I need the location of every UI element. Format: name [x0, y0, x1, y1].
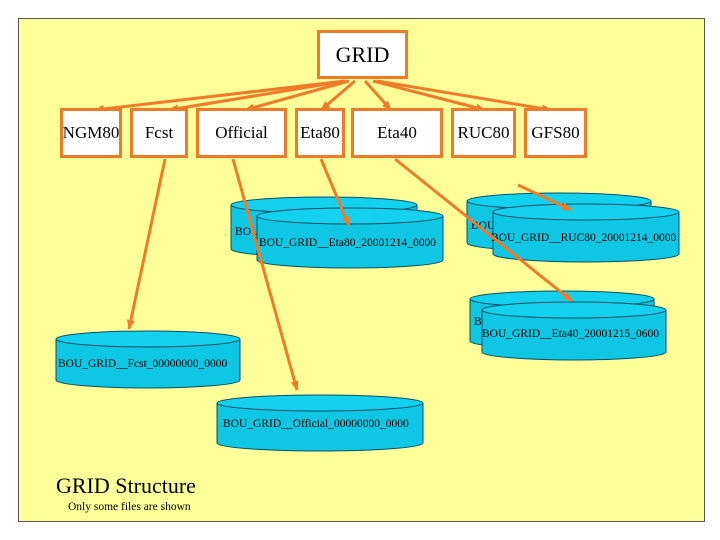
arrow-ruc80-file — [517, 183, 572, 212]
cylinder-label: BOU_GRID__Fcst_00000000_0000 — [58, 358, 228, 370]
cylinder-official: BOU_GRID__Official_00000000_0000 — [216, 394, 424, 452]
cylinder-fcst: BOU_GRID__Fcst_00000000_0000 — [55, 330, 241, 389]
node-eta40: Eta40 — [351, 108, 443, 158]
arrow-official-file — [231, 158, 299, 391]
node-eta80: Eta80 — [295, 108, 345, 158]
arrow-grid-ngm80 — [94, 79, 346, 113]
slide-background: BOU_ BOU_GRID__Eta80_20001214_0000 BOU_ … — [18, 18, 705, 522]
arrow-eta40-file — [394, 157, 573, 303]
arrow-fcst-file — [126, 158, 167, 330]
node-ngm80: NGM80 — [60, 108, 122, 158]
arrow-grid-eta40 — [363, 79, 393, 112]
cylinder-eta40-front: BOU_GRID__Eta40_20001215_0600 — [481, 301, 667, 361]
node-ruc80: RUC80 — [451, 108, 516, 158]
cylinder-label: BOU_GRID__Official_00000000_0000 — [223, 418, 409, 430]
cylinder-label: BOU_GRID__Eta40_20001215_0600 — [482, 328, 659, 340]
node-grid: GRID — [317, 30, 408, 79]
footer-title: GRID Structure — [56, 473, 196, 498]
cylinder-label: BOU_GRID__RUC80_20001214_0000 — [491, 232, 677, 244]
cylinder-ruc80-front: BOU_GRID__RUC80_20001214_0000 — [491, 203, 680, 263]
arrow-grid-official — [244, 79, 350, 112]
file-arrows — [126, 157, 573, 391]
arrow-eta80-file — [319, 158, 351, 227]
arrow-grid-eta80 — [320, 79, 356, 112]
arrow-grid-fcst — [168, 79, 346, 113]
cylinder-eta80-front: BOU_GRID__Eta80_20001214_0000 — [256, 207, 444, 269]
arrow-grid-gfs80 — [376, 79, 552, 113]
footer-note: Only some files are shown — [68, 501, 191, 513]
diagram-canvas: BOU_ BOU_GRID__Eta80_20001214_0000 BOU_ … — [55, 79, 680, 452]
node-fcst: Fcst — [130, 108, 188, 158]
cylinder-label: BOU_GRID__Eta80_20001214_0000 — [259, 237, 436, 249]
root-arrows — [94, 79, 552, 113]
node-gfs80: GFS80 — [524, 108, 587, 158]
node-official: Official — [196, 108, 287, 158]
arrow-grid-ruc80 — [372, 79, 486, 112]
